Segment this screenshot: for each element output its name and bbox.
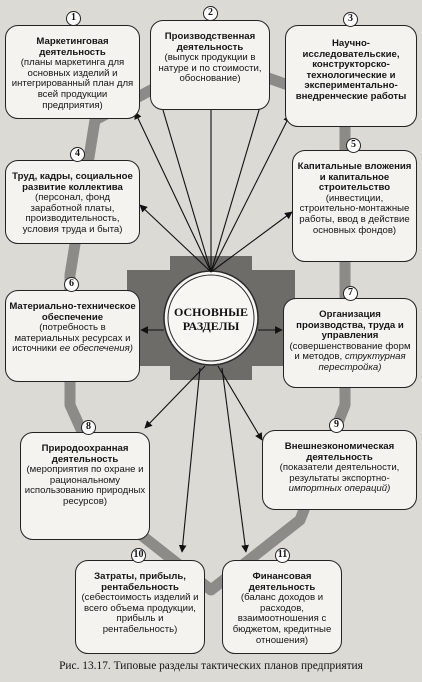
arrows-upper [134, 99, 293, 273]
section-box-2: Производственная деятельность (выпуск пр… [150, 20, 270, 110]
section-box-1: Маркетинговая деятельность (планы маркет… [5, 25, 140, 119]
section-number-badge: 4 [70, 147, 85, 162]
section-number-badge: 11 [275, 548, 290, 563]
section-description: (инвестиции, строительно-монтажные работ… [299, 192, 410, 236]
section-description: (персонал, фонд заработной платы, произв… [22, 192, 123, 235]
center-label: ОСНОВНЫЕ РАЗДЕЛЫ [161, 305, 261, 333]
section-title: Научно-исследовательские, конструкторско… [295, 38, 407, 102]
section-title: Затраты, прибыль, рентабельность [94, 571, 186, 593]
center-label-line2: РАЗДЕЛЫ [182, 319, 240, 333]
section-number-badge: 6 [64, 277, 79, 292]
section-box-7: Организация производства, труда и управл… [283, 298, 417, 388]
figure-caption: Рис. 13.17. Типовые разделы тактических … [59, 660, 363, 672]
section-title: Внешнеэкономическая деятельность [284, 441, 395, 463]
section-box-6: Материально-техническое обеспечение (пот… [5, 290, 140, 382]
section-box-3: Научно-исследовательские, конструкторско… [285, 25, 417, 127]
section-title: Организация производства, труда и управл… [296, 309, 404, 342]
section-box-8: Природоохранная деятельность (мероприяти… [20, 432, 150, 540]
section-number-badge: 7 [343, 286, 358, 301]
section-title: Финансовая деятельность [248, 571, 316, 593]
section-description: (совершенствование форм и методов, струк… [289, 340, 411, 373]
section-title: Труд, кадры, социальное развитие коллект… [12, 171, 133, 193]
section-description: (потребность в материальных ресурсах и и… [12, 322, 133, 355]
section-number-badge: 2 [203, 6, 218, 21]
section-box-10: Затраты, прибыль, рентабельность (себест… [75, 560, 205, 654]
section-title: Маркетинговая деятельность [36, 36, 109, 58]
section-number-badge: 1 [66, 11, 81, 26]
section-description: (выпуск продукции в натуре и по стоимост… [158, 52, 262, 85]
section-title: Производственная деятельность [164, 31, 256, 53]
section-number-badge: 10 [131, 548, 146, 563]
section-title: Капитальные вложения и капитальное строи… [297, 161, 412, 194]
section-box-11: Финансовая деятельность (баланс доходов … [222, 560, 342, 654]
section-number-badge: 9 [329, 418, 344, 433]
section-description: (показатели деятельности, результаты экс… [279, 462, 400, 495]
center-hub [127, 256, 295, 380]
section-number-badge: 3 [343, 12, 358, 27]
section-box-4: Труд, кадры, социальное развитие коллект… [5, 160, 140, 244]
section-description: (баланс доходов и расходов, взаимоотноше… [232, 592, 332, 646]
section-number-badge: 5 [346, 138, 361, 153]
section-box-5: Капитальные вложения и капитальное строи… [292, 150, 417, 262]
section-description: (мероприятия по охране и рациональному и… [24, 464, 146, 507]
section-description: (планы маркетинга для основных изделий и… [11, 57, 134, 111]
center-label-line1: ОСНОВНЫЕ [174, 305, 248, 319]
section-number-badge: 8 [81, 420, 96, 435]
section-title: Материально-техническое обеспечение [9, 301, 136, 323]
arrows-lower [144, 365, 263, 553]
section-description: (себестоимость изделий и всего объема пр… [81, 592, 199, 635]
section-title: Природоохранная деятельность [41, 443, 129, 465]
section-box-9: Внешнеэкономическая деятельность (показа… [262, 430, 417, 510]
